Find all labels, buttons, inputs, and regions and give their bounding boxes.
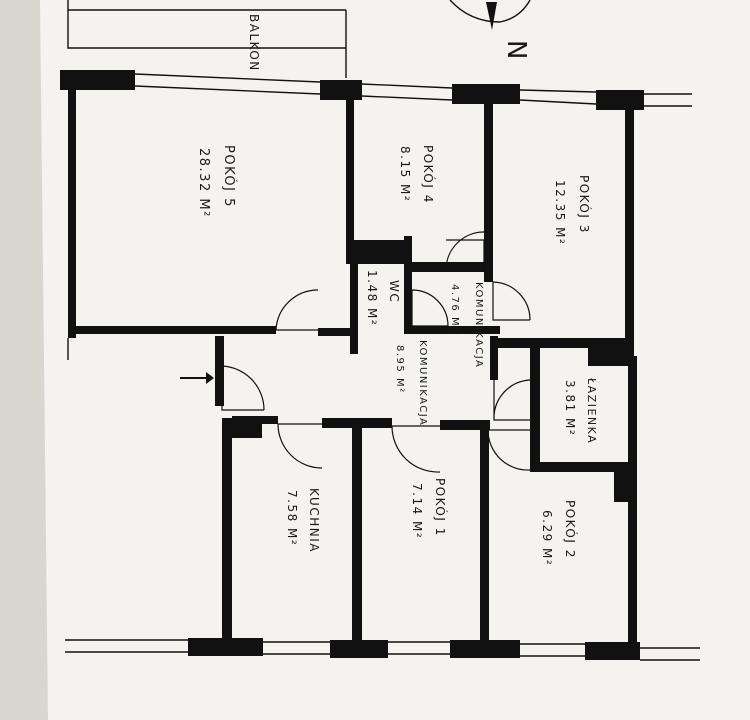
room-label-pokoj5: POKÓJ 5 28.32 M² — [196, 145, 237, 218]
room-name: POKÓJ 2 — [563, 500, 578, 559]
room-label-pokoj1: POKÓJ 1 7.14 M² — [410, 478, 448, 539]
room-name: KOMUNIKACJA — [473, 282, 484, 368]
room-area: 7.58 M² — [285, 490, 299, 546]
room-name: POKÓJ 4 — [421, 145, 436, 204]
room-label-kuchnia: KUCHNIA 7.58 M² — [285, 488, 321, 553]
room-label-komunikacja-2: KOMUNIKACJA 8.95 M² — [394, 340, 428, 426]
room-area: 8.95 M² — [394, 345, 405, 394]
entrance-arrow-icon — [180, 372, 214, 384]
room-name: POKÓJ 5 — [221, 145, 237, 208]
balcony-label: BALKON — [247, 14, 261, 72]
room-name: WC — [387, 280, 401, 303]
room-name: KOMUNIKACJA — [417, 340, 428, 426]
room-area: 4.76 M² — [449, 284, 460, 333]
compass-icon — [449, 0, 531, 30]
room-area: 12.35 M² — [553, 180, 567, 245]
balcony — [67, 0, 347, 78]
interior-walls — [67, 80, 637, 656]
room-label-pokoj2: POKÓJ 2 6.29 M² — [540, 500, 578, 566]
room-area: 8.15 M² — [398, 146, 412, 202]
paper-sheet — [40, 0, 750, 720]
doors — [221, 231, 531, 473]
room-area: 3.81 M² — [563, 380, 577, 436]
room-name: POKÓJ 3 — [577, 175, 592, 234]
compass-north-letter: N — [501, 40, 531, 61]
room-area: 6.29 M² — [540, 510, 554, 566]
room-label-wc: WC 1.48 M² — [365, 270, 401, 326]
room-area: 28.32 M² — [196, 148, 211, 218]
room-label-pokoj4: POKÓJ 4 8.15 M² — [398, 145, 436, 204]
room-label-komunikacja-1: KOMUNIKACJA 4.76 M² — [449, 282, 484, 368]
room-name: KUCHNIA — [307, 488, 321, 553]
room-area: 1.48 M² — [365, 270, 379, 326]
room-label-pokoj3: POKÓJ 3 12.35 M² — [553, 175, 592, 245]
room-area: 7.14 M² — [410, 483, 424, 539]
room-label-lazienka: ŁAZIENKA 3.81 M² — [563, 377, 598, 444]
room-name: ŁAZIENKA — [585, 377, 598, 444]
room-name: POKÓJ 1 — [433, 478, 448, 537]
